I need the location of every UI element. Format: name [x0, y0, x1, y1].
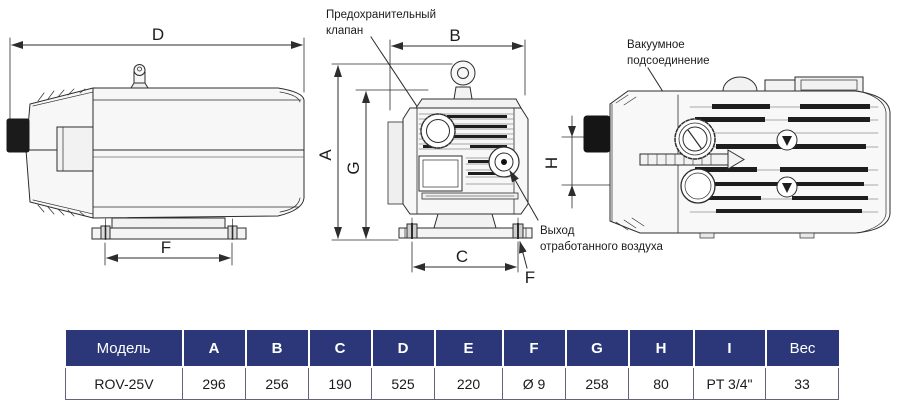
header-h: H — [628, 330, 695, 368]
eye-bolt — [450, 60, 476, 86]
table-header-row: Модель A B C D E F G H I Вес — [65, 330, 839, 368]
screw-heads — [776, 129, 798, 198]
technical-drawing: D — [6, 9, 891, 287]
vacuum-annotation: Вакуумное подсоединение — [627, 39, 710, 126]
dim-label-h: H — [542, 157, 561, 169]
header-e: E — [434, 330, 504, 368]
cell-i: PT 3/4" — [693, 367, 766, 400]
cell-model: ROV-25V — [65, 367, 183, 400]
exhaust-annotation: Выход отработанного воздуха — [509, 170, 663, 253]
cell-a: 296 — [182, 367, 246, 400]
header-weight: Вес — [765, 330, 839, 368]
cell-e: 220 — [434, 367, 503, 400]
dimensions-table: Модель A B C D E F G H I Вес ROV-25V 296… — [65, 330, 839, 400]
safety-valve-annotation: Предохранительный клапан — [326, 9, 436, 124]
dim-label-b: B — [449, 26, 460, 45]
exhaust-label-line1: Выход — [540, 225, 575, 237]
oil-nipple — [130, 64, 149, 89]
dim-label-f-front: F — [525, 268, 535, 287]
exhaust-leader-line — [509, 170, 539, 221]
side-inspection-window — [56, 126, 94, 172]
exhaust-label-line2: отработанного воздуха — [540, 241, 663, 253]
cell-d: 525 — [371, 367, 435, 400]
dimension-c: C — [411, 241, 519, 273]
top-view: Вакуумное подсоединение H — [542, 39, 891, 239]
header-a: A — [182, 330, 247, 368]
nameplate — [418, 155, 463, 192]
dimension-b: B — [389, 26, 526, 111]
dim-label-g: G — [344, 161, 363, 174]
header-i: I — [693, 330, 767, 368]
vacuum-label-line2: подсоединение — [627, 55, 710, 67]
cell-g: 258 — [565, 367, 629, 400]
lower-port — [680, 168, 716, 204]
vacuum-label-line1: Вакуумное — [627, 39, 685, 51]
vacuum-port — [674, 118, 716, 160]
power-connector-top — [583, 115, 611, 153]
side-pump-body — [6, 64, 305, 240]
header-f: F — [502, 330, 567, 368]
header-model: Модель — [65, 330, 184, 368]
cell-weight: 33 — [765, 367, 839, 400]
safety-valve-label-line2: клапан — [326, 25, 363, 37]
dim-label-f-side: F — [161, 238, 171, 257]
front-base — [398, 213, 533, 239]
side-view: D — [6, 25, 305, 266]
safety-valve — [420, 113, 456, 149]
safety-valve-label-line1: Предохранительный — [326, 9, 436, 21]
dimension-f-side: F — [104, 238, 233, 266]
top-pump-body — [583, 76, 891, 239]
dimension-a: A — [316, 63, 453, 241]
power-connector — [6, 118, 30, 153]
cell-b: 256 — [245, 367, 309, 400]
header-d: D — [371, 330, 436, 368]
table-row: ROV-25V 296 256 190 525 220 Ø 9 258 80 P… — [65, 367, 839, 400]
header-b: B — [245, 330, 310, 368]
header-c: C — [308, 330, 373, 368]
cell-f: Ø 9 — [502, 367, 566, 400]
foot-hole-leader-line — [518, 241, 528, 269]
cell-c: 190 — [308, 367, 372, 400]
cell-h: 80 — [628, 367, 694, 400]
side-base — [91, 217, 247, 240]
front-view: Предохранительный клапан B A G — [316, 9, 663, 287]
front-pump-body — [387, 60, 533, 239]
exhaust-port — [488, 146, 520, 178]
header-g: G — [565, 330, 630, 368]
dim-label-c: C — [456, 247, 468, 266]
shaft-key — [639, 149, 745, 170]
foot-hole-callout: F — [518, 241, 535, 287]
dimension-g: G — [344, 89, 429, 239]
dim-label-d: D — [152, 25, 164, 44]
dim-label-a: A — [316, 149, 335, 161]
